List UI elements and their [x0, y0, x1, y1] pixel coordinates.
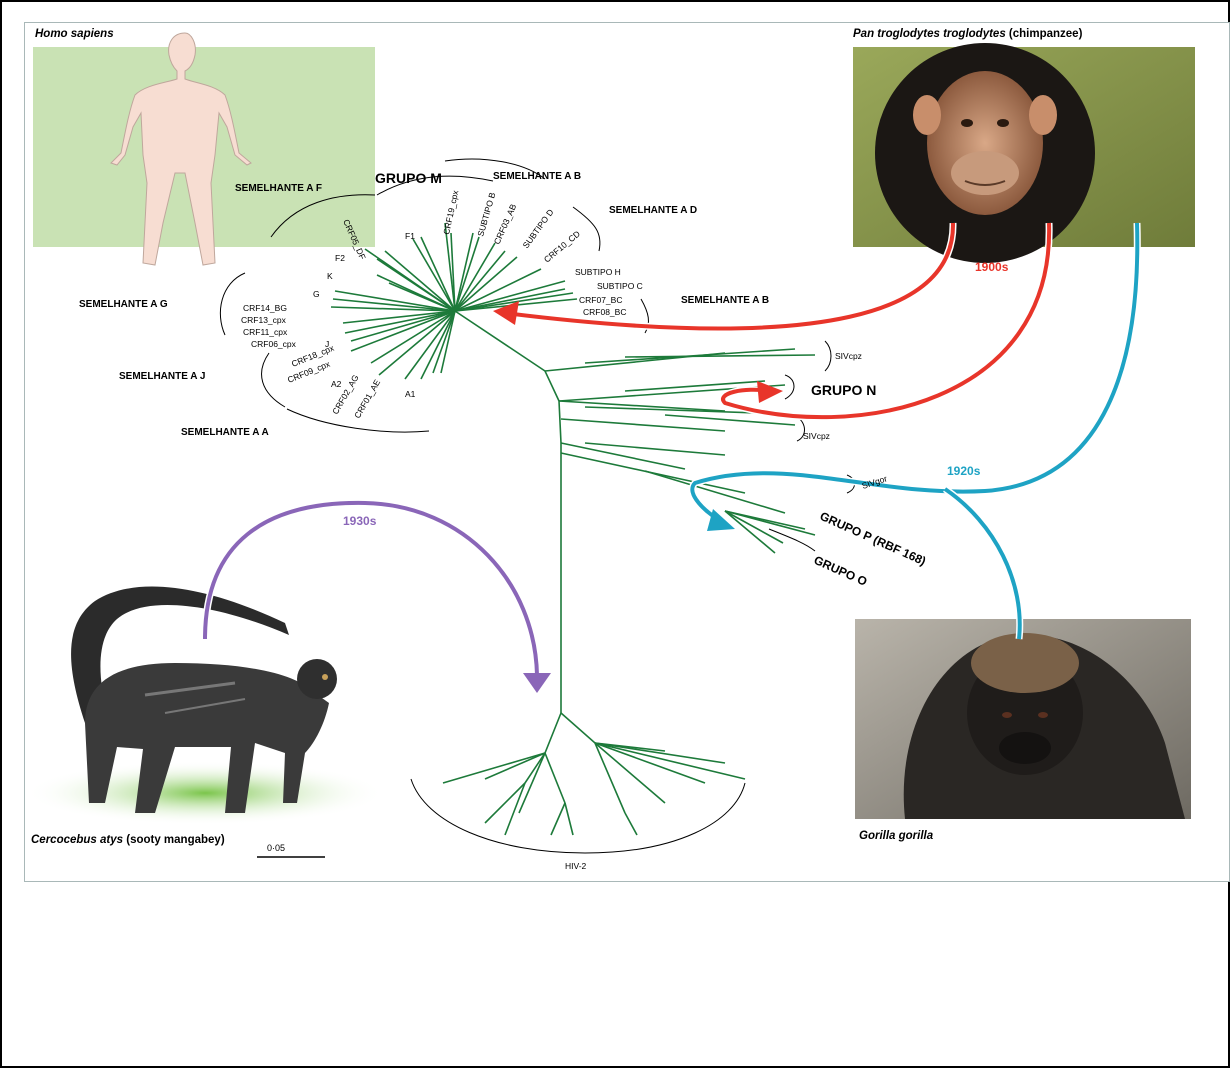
- label-chimpanzee: Pan troglodytes troglodytes (chimpanzee): [853, 28, 1083, 40]
- phylogenetic-tree: [331, 223, 815, 835]
- leaf-crf08: CRF08_BC: [583, 307, 626, 317]
- bracket-sivcpz-top: [825, 341, 831, 371]
- label-cluster-aj: SEMELHANTE A J: [119, 371, 206, 382]
- phylogeny-diagram: Homo sapiens Pan troglodytes troglodytes…: [25, 23, 1229, 881]
- leaf-hiv2: HIV-2: [565, 861, 587, 871]
- leaf-subtipo-c: SUBTIPO C: [597, 281, 643, 291]
- leaf-f1: F1: [405, 231, 415, 241]
- mangabey-arrow: [205, 503, 537, 675]
- label-cluster-ad: SEMELHANTE A D: [609, 205, 697, 216]
- label-group-m: GRUPO M: [375, 170, 442, 186]
- label-group-o: GRUPO O: [812, 553, 869, 589]
- hiv2-branches: [443, 713, 745, 835]
- gorilla-arrow: [692, 223, 1137, 523]
- label-homo-sapiens: Homo sapiens: [35, 28, 114, 40]
- chimpanzee-photo: [853, 43, 1195, 263]
- gorilla-photo-link: [945, 489, 1020, 639]
- label-cluster-aa: SEMELHANTE A A: [181, 427, 269, 438]
- gorilla-photo: [855, 619, 1191, 819]
- bracket-ag: [220, 273, 245, 335]
- leaf-crf13: CRF13_cpx: [241, 315, 287, 325]
- leaf-sivcpz-top: SIVcpz: [835, 351, 862, 361]
- siv-gor-p-o-branches: [561, 443, 815, 553]
- bracket-p: [769, 529, 815, 551]
- leaf-crf07: CRF07_BC: [579, 295, 622, 305]
- leaf-crf14: CRF14_BG: [243, 303, 287, 313]
- leaf-subtipo-d: SUBTIPO D: [521, 207, 556, 250]
- arrowhead-hiv2: [523, 673, 551, 693]
- leaf-crf06: CRF06_cpx: [251, 339, 297, 349]
- era-chimp: 1900s: [975, 260, 1009, 274]
- era-gorilla: 1920s: [947, 464, 981, 478]
- leaf-crf10: CRF10_CD: [542, 229, 582, 265]
- era-mangabey: 1930s: [343, 514, 377, 528]
- bracket-hiv2: [411, 779, 745, 853]
- bracket-ad: [573, 207, 600, 251]
- label-cluster-ab-right: SEMELHANTE A B: [681, 295, 769, 306]
- bracket-aj: [262, 353, 285, 407]
- label-gorilla: Gorilla gorilla: [859, 830, 934, 842]
- leaf-g: G: [313, 289, 320, 299]
- leaf-a2: A2: [331, 379, 342, 389]
- leaf-crf19: CRF19_cpx: [441, 189, 460, 236]
- leaf-f2: F2: [335, 253, 345, 263]
- label-cluster-ag: SEMELHANTE A G: [79, 299, 168, 310]
- scale-label: 0·05: [267, 843, 285, 853]
- arrowhead-n: [757, 381, 783, 403]
- leaf-subtipo-b: SUBTIPO B: [475, 191, 497, 238]
- label-group-n: GRUPO N: [811, 382, 876, 398]
- label-mangabey: Cercocebus atys (sooty mangabey): [31, 834, 225, 846]
- leaf-crf03: CRF03_AB: [492, 202, 519, 246]
- leaf-subtipo-h: SUBTIPO H: [575, 267, 621, 277]
- bracket-n: [785, 375, 794, 399]
- figure-panel: Homo sapiens Pan troglodytes troglodytes…: [24, 22, 1230, 882]
- human-illustration: [33, 33, 375, 265]
- label-cluster-af: SEMELHANTE A F: [235, 183, 322, 194]
- label-cluster-ab-top: SEMELHANTE A B: [493, 171, 581, 182]
- leaf-k: K: [327, 271, 333, 281]
- leaf-sivcpz-bottom: SIVcpz: [803, 431, 830, 441]
- leaf-a1: A1: [405, 389, 416, 399]
- leaf-crf11: CRF11_cpx: [243, 327, 288, 337]
